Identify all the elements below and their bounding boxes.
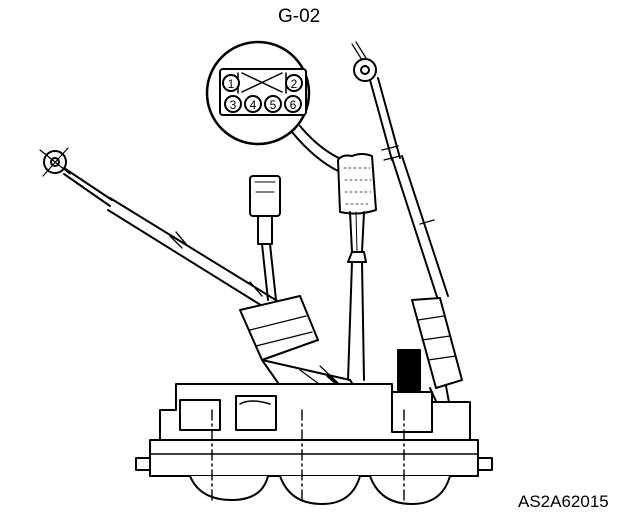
cable-left xyxy=(39,147,293,323)
connector-title: G-02 xyxy=(278,6,321,27)
actuator-right xyxy=(397,297,463,411)
connector-pin-6: 6 xyxy=(284,95,302,113)
connector-pin-3: 3 xyxy=(224,95,242,113)
connector-pin-5: 5 xyxy=(264,95,282,113)
svg-text:5: 5 xyxy=(270,98,277,112)
figure-code: AS2A62015 xyxy=(518,492,609,511)
svg-text:1: 1 xyxy=(228,77,235,91)
control-housing xyxy=(135,383,493,505)
svg-text:3: 3 xyxy=(230,98,237,112)
connector-callout: 1 2 3 4 5 6 xyxy=(205,40,344,173)
connector-pin-2: 2 xyxy=(285,74,303,92)
svg-text:6: 6 xyxy=(290,98,297,112)
svg-text:4: 4 xyxy=(250,98,257,112)
connector-pin-1: 1 xyxy=(222,74,240,92)
cable-right xyxy=(351,41,449,301)
connector-pin-4: 4 xyxy=(244,95,262,113)
connector-left xyxy=(249,175,281,301)
svg-text:2: 2 xyxy=(291,77,298,91)
connector-g02 xyxy=(337,153,377,381)
